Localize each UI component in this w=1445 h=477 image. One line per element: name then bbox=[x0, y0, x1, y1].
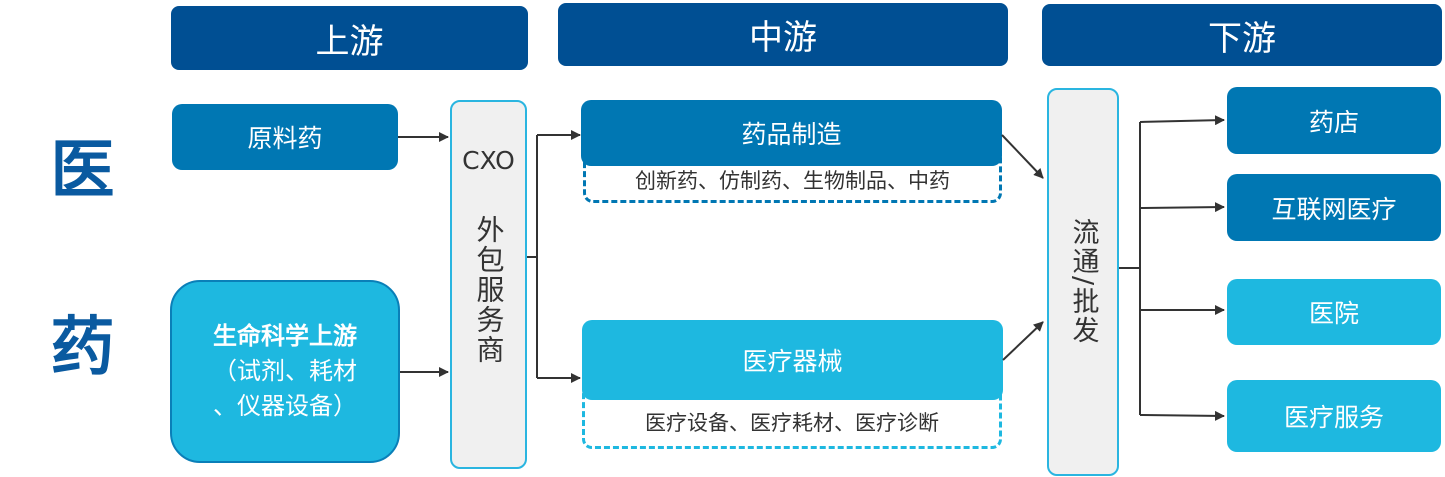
cxo-label: 外包服务商 bbox=[472, 215, 506, 365]
bracket-dist bbox=[1119, 122, 1141, 415]
pharma-box: 药品制造 bbox=[581, 100, 1002, 166]
downstream-internet-medical: 互联网医疗 bbox=[1227, 174, 1441, 241]
arrow-dist-internet bbox=[1139, 202, 1225, 213]
life-science-line3: 、仪器设备） bbox=[213, 391, 357, 420]
cxo-abbr: CXO bbox=[462, 146, 515, 175]
api-box: 原料药 bbox=[172, 104, 398, 170]
bracket-cxo bbox=[527, 135, 538, 378]
life-science-title: 生命科学上游 bbox=[213, 322, 357, 351]
arrow-dist-services bbox=[1139, 410, 1225, 421]
life-science-box: 生命科学上游 （试剂、耗材 、仪器设备） bbox=[170, 280, 400, 463]
cxo-box: CXO 外包服务商 bbox=[450, 100, 527, 469]
downstream-pharmacy: 药店 bbox=[1227, 87, 1441, 154]
downstream-medical-services: 医疗服务 bbox=[1227, 380, 1441, 452]
side-title-yi: 医 bbox=[50, 134, 115, 208]
arrow-pharma-dist bbox=[1001, 134, 1044, 179]
life-science-line2: （试剂、耗材 bbox=[213, 357, 357, 386]
devices-box: 医疗器械 bbox=[582, 320, 1003, 400]
arrow-dist-pharmacy bbox=[1139, 115, 1225, 126]
downstream-hospital: 医院 bbox=[1227, 279, 1441, 345]
header-upstream: 上游 bbox=[171, 6, 528, 70]
arrow-devices-dist bbox=[1002, 321, 1044, 361]
header-midstream: 中游 bbox=[558, 3, 1008, 66]
header-downstream: 下游 bbox=[1042, 4, 1442, 66]
distribution-box: 流通/批发 bbox=[1047, 88, 1119, 476]
side-title-yao: 药 bbox=[50, 311, 115, 385]
distribution-label: 流通/批发 bbox=[1067, 218, 1099, 346]
